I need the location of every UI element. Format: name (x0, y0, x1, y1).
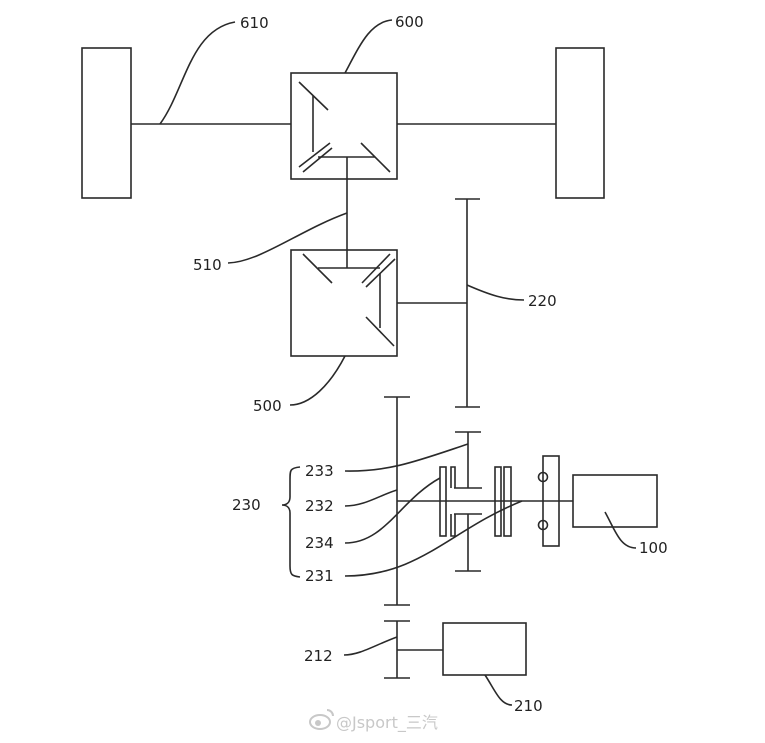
engine-100 (572, 474, 658, 528)
bevel-gearbox-500 (290, 249, 398, 357)
gear-233 (450, 431, 482, 572)
group-brace-230 (281, 466, 301, 578)
label-233: 233 (305, 462, 334, 480)
clutch-plate-a (494, 466, 502, 537)
label-212: 212 (304, 647, 333, 665)
watermark-text: @Jsport_三汽 (336, 713, 438, 733)
clutch-plate-b (503, 466, 512, 537)
label-610: 610 (240, 14, 269, 32)
label-600: 600 (395, 13, 424, 31)
label-100: 100 (639, 539, 668, 557)
label-230: 230 (232, 496, 261, 514)
differential-600 (290, 72, 398, 180)
right-wheel (555, 47, 605, 199)
label-220: 220 (528, 292, 557, 310)
label-510: 510 (193, 256, 222, 274)
label-210: 210 (514, 697, 543, 715)
weibo-logo-icon (309, 709, 334, 730)
torsional-damper (537, 455, 560, 547)
leader-lines (159, 19, 637, 706)
label-231: 231 (305, 567, 334, 585)
label-234: 234 (305, 534, 334, 552)
label-232: 232 (305, 497, 334, 515)
clutch-plate-234 (439, 466, 447, 537)
label-500: 500 (253, 397, 282, 415)
motor-210 (442, 622, 527, 676)
gear-220 (455, 198, 480, 408)
left-wheel (81, 47, 132, 199)
